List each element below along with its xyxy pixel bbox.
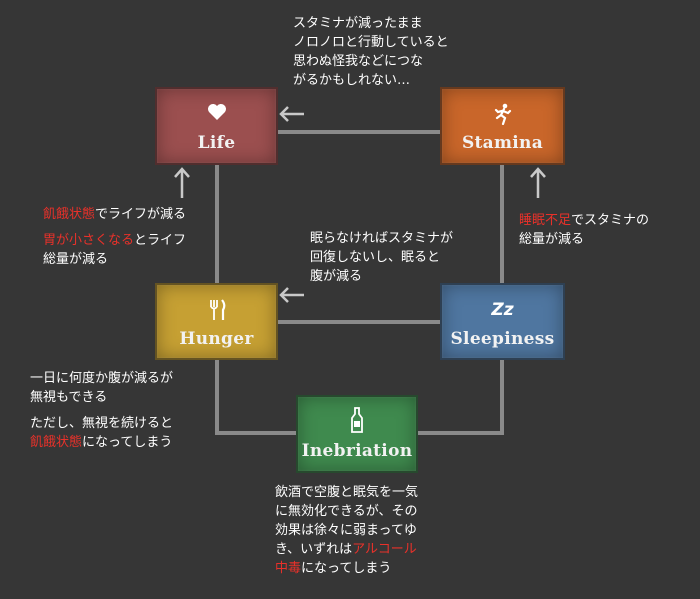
node-hunger: Hunger (155, 283, 278, 360)
highlight-text: 飢餓状態 (43, 207, 96, 222)
arrow-up-to-stamina (530, 167, 546, 198)
note-line: 回復しないし、眠ると (310, 250, 441, 265)
arrow-up-to-life (174, 167, 190, 198)
note-line: 飢餓状態でライフが減る (43, 205, 186, 224)
line-sleepiness-inebriation (416, 358, 504, 435)
node-label: Inebriation (301, 441, 413, 461)
note-line: 飲酒で空腹と眠気を一気 (275, 485, 419, 500)
note-line: 睡眠不足でスタミナの (519, 211, 649, 230)
note-line: 腹が減る (310, 269, 363, 284)
note-line: ノロノロと行動していると (293, 35, 449, 50)
highlight-text: アルコール (352, 542, 417, 557)
note-line: 総量が減る (519, 232, 585, 247)
zz-icon: Zz (442, 299, 563, 321)
arrow-left-to-hunger (279, 287, 304, 303)
highlight-text: 飢餓状態 (30, 435, 83, 450)
bottle-icon (298, 407, 416, 433)
note-hunger: 一日に何度か腹が減るが 無視もできる ただし、無視を続けると 飢餓状態になってし… (30, 369, 173, 452)
highlight-text: 中毒 (275, 561, 302, 576)
fork-knife-icon (157, 299, 276, 321)
note-line: スタミナが減ったまま (293, 16, 423, 31)
note-line: 思わぬ怪我などにつな (293, 54, 424, 69)
note-text: になってしまう (301, 561, 392, 576)
running-person-icon (442, 103, 563, 125)
note-text: でライフが減る (95, 207, 187, 222)
note-line: に無効化できるが、その (275, 504, 418, 519)
note-line: 眠らなければスタミナが (310, 231, 454, 246)
node-label: Life (197, 133, 236, 153)
note-line: ただし、無視を続けると (30, 416, 174, 431)
node-sleepiness: Zz Sleepiness (440, 283, 565, 360)
note-line: がるかもしれない… (293, 73, 411, 88)
note-sleep-to-hunger: 眠らなければスタミナが 回復しないし、眠ると 腹が減る (310, 229, 453, 286)
note-line: 無視もできる (30, 390, 108, 405)
note-line: 中毒になってしまう (275, 559, 418, 578)
note-text: き、いずれは (275, 542, 353, 557)
line-hunger-inebriation (215, 358, 298, 435)
note-text: でスタミナの (571, 213, 650, 228)
note-stamina-to-life: スタミナが減ったまま ノロノロと行動していると 思わぬ怪我などにつな がるかもし… (293, 14, 449, 90)
note-line: 効果は徐々に弱まってゆ (275, 523, 417, 538)
highlight-text: 胃が小さくなる (43, 233, 135, 248)
zz-glyph: Zz (491, 300, 514, 320)
node-label: Stamina (461, 133, 544, 153)
heart-icon (157, 103, 276, 125)
note-text: とライフ (134, 233, 187, 248)
node-stamina: Stamina (440, 87, 565, 165)
note-sleep-to-stamina: 睡眠不足でスタミナの 総量が減る (519, 211, 649, 249)
arrow-left-to-life (279, 106, 304, 122)
note-line: 総量が減る (43, 252, 109, 267)
highlight-text: 睡眠不足 (519, 213, 572, 228)
note-line: 胃が小さくなるとライフ (43, 231, 186, 250)
note-inebriation: 飲酒で空腹と眠気を一気 に無効化できるが、その 効果は徐々に弱まってゆ き、いず… (275, 483, 418, 578)
note-line: 一日に何度か腹が減るが (30, 371, 174, 386)
node-inebriation: Inebriation (296, 395, 418, 473)
node-life: Life (155, 87, 278, 165)
note-hunger-to-life: 飢餓状態でライフが減る 胃が小さくなるとライフ 総量が減る (43, 205, 186, 269)
note-line: 飢餓状態になってしまう (30, 433, 173, 452)
note-line: き、いずれはアルコール (275, 540, 418, 559)
node-label: Sleepiness (450, 329, 555, 349)
note-text: になってしまう (82, 435, 173, 450)
node-label: Hunger (179, 329, 254, 349)
